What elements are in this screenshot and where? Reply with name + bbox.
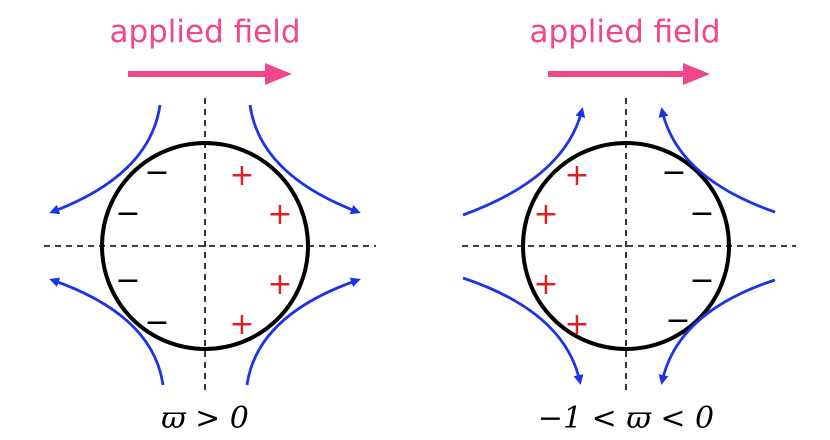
- flow-lines: [49, 104, 361, 386]
- flow-line-upper-right: [248, 104, 361, 215]
- minus-charge: −: [115, 196, 140, 231]
- minus-charge: −: [665, 303, 690, 338]
- flow-line-lower-right: [245, 277, 361, 386]
- charges: − − − − + + + +: [115, 155, 292, 342]
- plus-charge: +: [267, 267, 292, 302]
- applied-field-title: applied field: [529, 14, 720, 50]
- plus-charge: +: [564, 158, 589, 193]
- flow-line-lower-left: [462, 276, 584, 385]
- condition-caption: ϖ > 0: [161, 401, 249, 436]
- charges: + + + + − − − −: [533, 155, 714, 342]
- applied-field-title: applied field: [109, 14, 300, 50]
- flow-line-upper-right: [658, 107, 776, 214]
- sphere-circle: [521, 141, 731, 351]
- plus-charge: +: [564, 307, 589, 342]
- plus-charge: +: [533, 197, 558, 232]
- flow-line-upper-left: [462, 107, 586, 217]
- left-panel: applied field − − − − + + + + ϖ > 0: [44, 14, 376, 436]
- minus-charge: −: [661, 155, 686, 190]
- minus-charge: −: [144, 305, 169, 340]
- plus-charge: +: [229, 307, 254, 342]
- minus-charge: −: [689, 196, 714, 231]
- plus-charge: +: [533, 267, 558, 302]
- applied-field-arrow: [548, 63, 710, 85]
- right-panel: applied field + + + + − − − − −1 < ϖ < 0: [462, 14, 796, 436]
- flow-line-lower-left: [49, 277, 165, 386]
- condition-caption: −1 < ϖ < 0: [538, 401, 714, 436]
- minus-charge: −: [115, 263, 140, 298]
- flow-line-lower-right: [658, 278, 776, 385]
- flow-line-upper-left: [49, 104, 162, 215]
- minus-charge: −: [689, 263, 714, 298]
- minus-charge: −: [144, 155, 169, 190]
- flow-lines: [462, 107, 776, 385]
- applied-field-arrow: [128, 63, 292, 85]
- sphere-circle: [100, 141, 310, 351]
- plus-charge: +: [267, 197, 292, 232]
- plus-charge: +: [229, 158, 254, 193]
